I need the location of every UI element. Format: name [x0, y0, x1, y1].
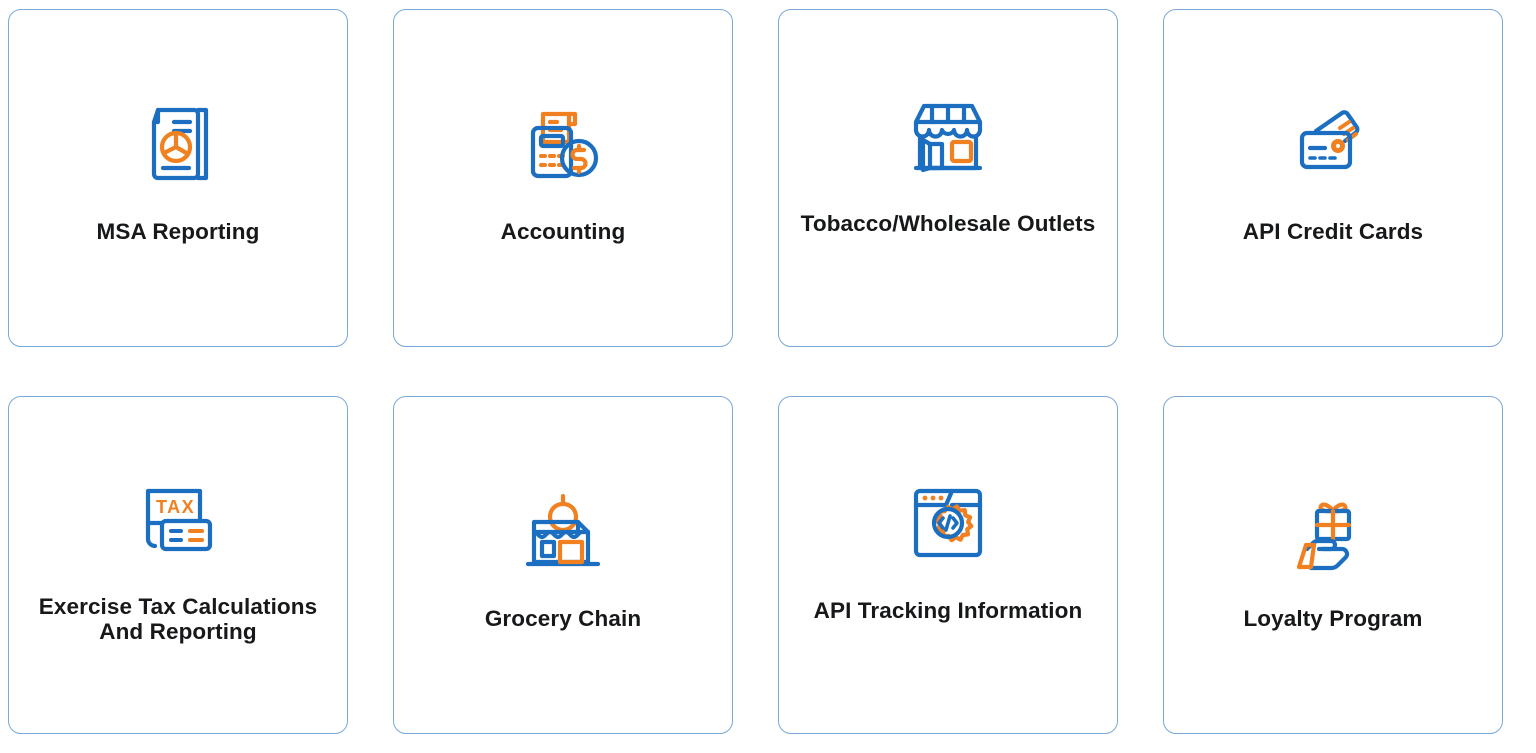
card-label: Accounting: [500, 219, 626, 244]
card-msa-reporting[interactable]: MSA Reporting: [8, 9, 348, 347]
credit-cards-icon: [1283, 94, 1383, 194]
storefront-icon: [898, 86, 998, 186]
card-tobacco-wholesale-outlets[interactable]: Tobacco/Wholesale Outlets: [778, 9, 1118, 347]
card-label: MSA Reporting: [96, 219, 260, 244]
card-grocery-chain[interactable]: Grocery Chain: [393, 396, 733, 734]
card-api-tracking-information[interactable]: API Tracking Information: [778, 396, 1118, 734]
svg-text:TAX: TAX: [156, 497, 195, 517]
document-pie-chart-icon: [128, 94, 228, 194]
calculator-receipt-dollar-icon: [513, 94, 613, 194]
card-exercise-tax-calculations-and-reporting[interactable]: TAX Exercise Tax Calculations And Report…: [8, 396, 348, 734]
grocery-store-apple-icon: [513, 481, 613, 581]
card-loyalty-program[interactable]: Loyalty Program: [1163, 396, 1503, 734]
card-accounting[interactable]: Accounting: [393, 9, 733, 347]
card-label: Exercise Tax Calculations And Reporting: [38, 594, 318, 645]
card-label: API Credit Cards: [1242, 219, 1424, 244]
card-label: Grocery Chain: [484, 606, 642, 631]
card-label: Loyalty Program: [1243, 606, 1423, 631]
card-api-credit-cards[interactable]: API Credit Cards: [1163, 9, 1503, 347]
tax-document-icon: TAX: [128, 469, 228, 569]
browser-gear-code-icon: [898, 473, 998, 573]
card-label: Tobacco/Wholesale Outlets: [800, 211, 1096, 236]
hand-gift-icon: [1283, 481, 1383, 581]
card-label: API Tracking Information: [813, 598, 1083, 623]
